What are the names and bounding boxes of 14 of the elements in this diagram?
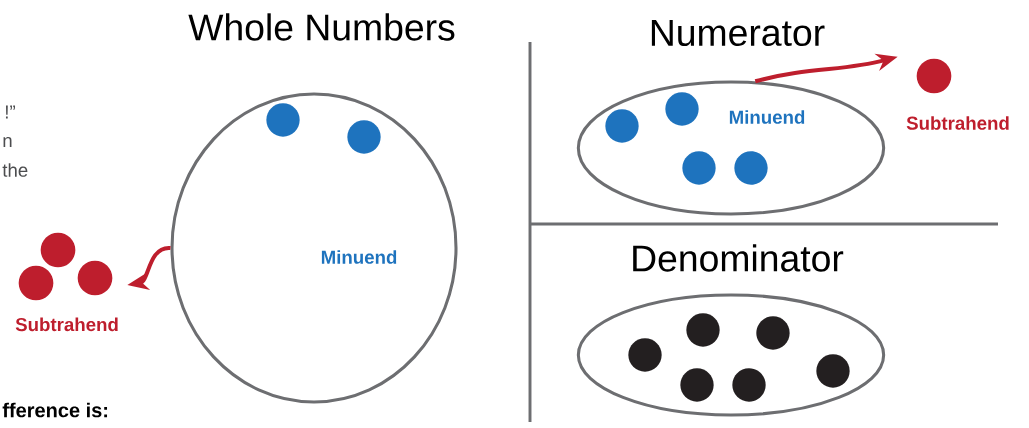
ellipse-shape: [576, 80, 886, 216]
ellipse-shape: [576, 293, 886, 417]
panel-title: Denominator: [633, 244, 844, 272]
subtrahend-label: Subtrahend: [906, 116, 1009, 130]
term-label: Minuend: [321, 250, 397, 264]
note-text: fference is:: [2, 402, 108, 418]
note-text: the: [2, 163, 28, 177]
note-text: n: [3, 136, 12, 147]
term-label: Minuend: [729, 110, 805, 124]
panel-title: Whole Numbers: [188, 13, 455, 41]
panel-title: Numerator: [651, 20, 825, 46]
circle-shape: [170, 92, 458, 404]
note-text: !”: [6, 105, 15, 119]
subtrahend-label: Subtrahend: [15, 317, 118, 332]
